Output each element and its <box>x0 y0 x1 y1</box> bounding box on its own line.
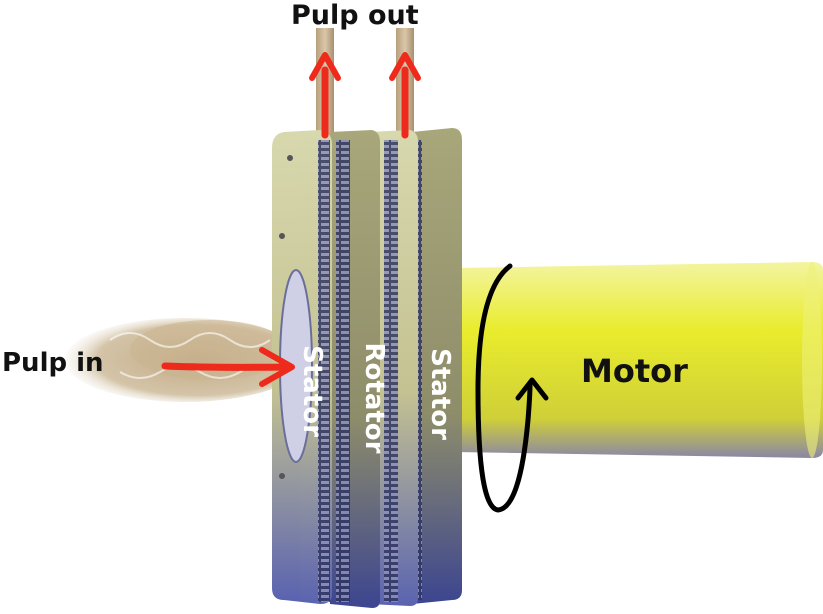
disc-stack <box>272 128 462 608</box>
rotator-label: Rotator <box>359 342 389 454</box>
pulp-in-arrow <box>161 362 292 371</box>
motor-label: Motor <box>581 352 688 390</box>
pulp-outlet-streams <box>316 28 414 140</box>
pulp-out-label: Pulp out <box>291 0 419 31</box>
stator-left-label: Stator <box>297 345 327 437</box>
stator-right-label: Stator <box>425 348 455 440</box>
flow-arrows <box>161 52 421 387</box>
motor <box>455 262 823 458</box>
pulp-in-label: Pulp in <box>2 348 104 378</box>
rotation-arrow <box>475 263 549 513</box>
